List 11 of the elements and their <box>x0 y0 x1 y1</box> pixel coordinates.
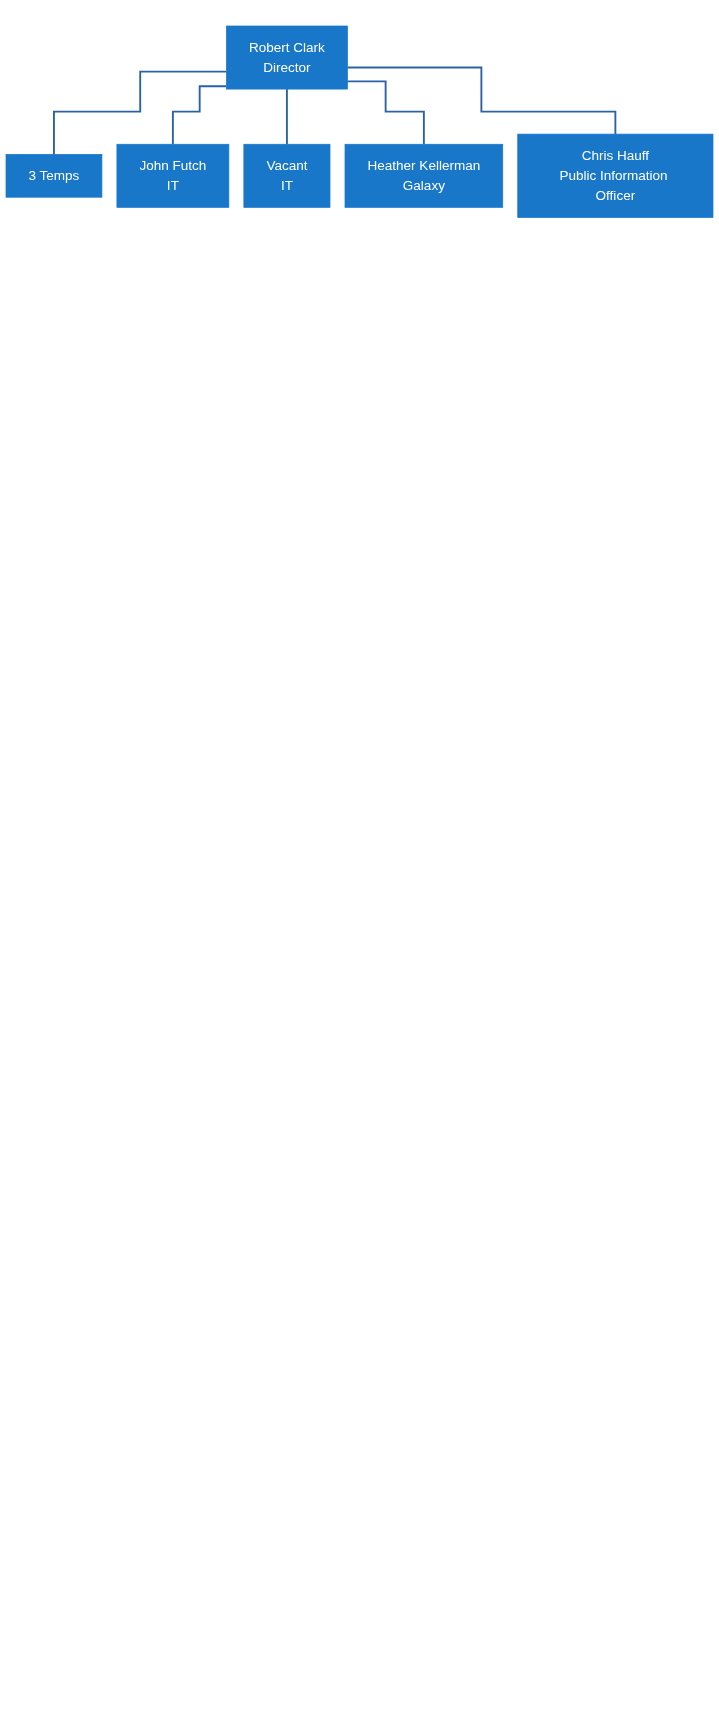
node-box: Robert Clark Director <box>226 25 348 90</box>
connector <box>286 88 288 146</box>
connector <box>346 80 425 146</box>
connector <box>171 85 228 146</box>
connector <box>53 70 228 156</box>
node-box: 3 Temps <box>5 154 103 198</box>
connector <box>346 66 617 136</box>
node-box: Chris Hauff Public Information Officer <box>517 133 714 218</box>
node-box: Vacant IT <box>243 143 331 208</box>
node-box: John Futch IT <box>116 143 230 208</box>
node-box: Heather Kellerman Galaxy <box>344 143 504 208</box>
